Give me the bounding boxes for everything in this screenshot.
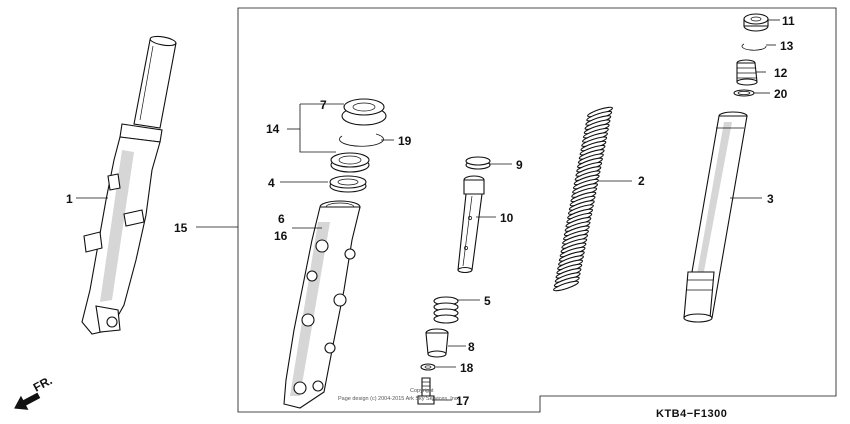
piston-ring — [465, 156, 491, 170]
fork-nut — [341, 98, 387, 126]
fork-cap — [743, 13, 769, 32]
callout-14: 14 — [266, 122, 280, 136]
callout-3: 3 — [767, 192, 774, 206]
oil-lock-piece — [425, 328, 449, 358]
dust-seal — [329, 175, 367, 193]
fork-piston — [457, 175, 485, 274]
spring-coil — [553, 280, 579, 292]
fork-spring — [553, 106, 613, 292]
callout-4: 4 — [268, 176, 275, 190]
callout-15: 15 — [174, 221, 188, 235]
callout-11: 11 — [782, 14, 795, 28]
callout-19: 19 — [398, 134, 412, 148]
diagram-code: KTB4−F1300 — [656, 408, 727, 420]
front-direction-indicator: FR. — [14, 373, 55, 410]
callout-9: 9 — [516, 158, 523, 172]
front-arrow-icon — [14, 392, 41, 410]
assembly-bracket — [237, 7, 837, 413]
callout-6: 6 — [278, 212, 285, 226]
socket-bolt — [417, 377, 435, 405]
fork-assembly — [81, 35, 177, 335]
oil-seal — [330, 152, 370, 173]
copyright-line-2: Page design (c) 2004-2015 Ark Sky Servic… — [338, 396, 460, 402]
callout-20: 20 — [774, 87, 788, 101]
fork-tube — [683, 111, 748, 323]
front-direction-label: FR. — [31, 373, 55, 394]
o-ring — [733, 89, 755, 97]
fork-slider — [283, 200, 361, 409]
snap-ring — [339, 133, 384, 147]
sealing-washer — [420, 363, 436, 371]
rebound-spring — [433, 296, 459, 324]
stop-ring — [741, 43, 767, 51]
callout-10: 10 — [500, 211, 514, 225]
callout-12: 12 — [774, 66, 788, 80]
leader-lines — [76, 19, 780, 401]
callout-8: 8 — [468, 340, 475, 354]
callout-13: 13 — [780, 39, 794, 53]
callout-16: 16 — [274, 229, 288, 243]
callout-2: 2 — [638, 174, 645, 188]
copyright-line-1: Copyright — [410, 388, 434, 394]
callout-17: 17 — [456, 394, 470, 408]
callout-7: 7 — [320, 98, 327, 112]
callout-5: 5 — [484, 294, 491, 308]
callout-18: 18 — [460, 361, 474, 375]
fork-bolt — [736, 59, 758, 86]
callout-1: 1 — [66, 192, 73, 206]
